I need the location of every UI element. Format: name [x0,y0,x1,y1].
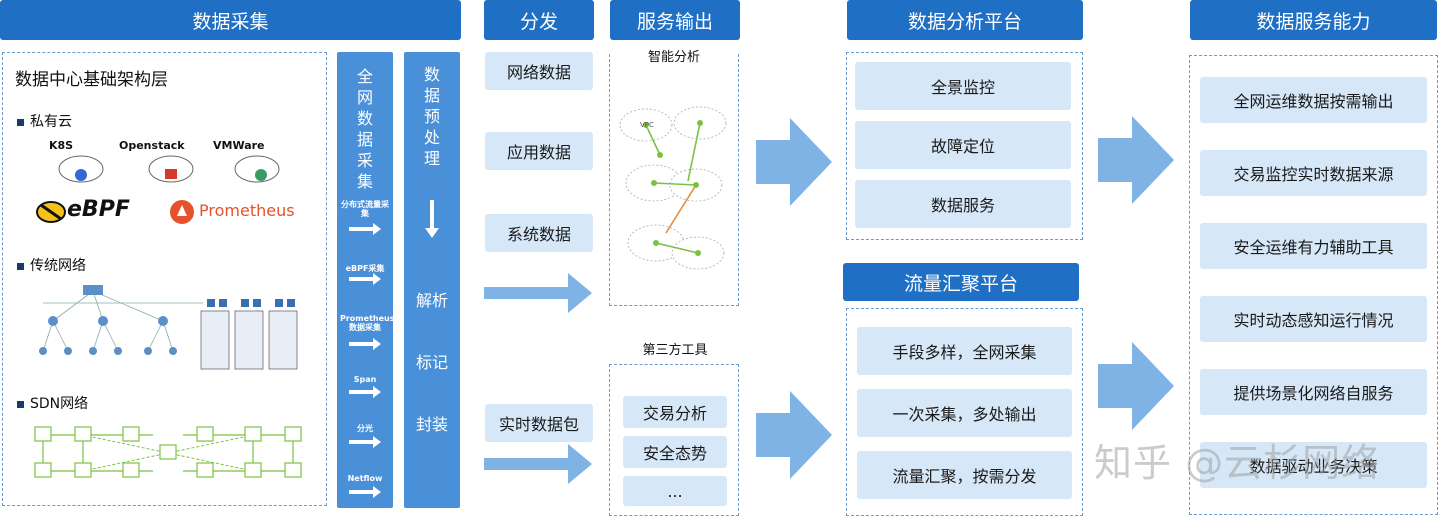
infrastructure-panel: 数据中心基础架构层 私有云 K8S Openstack VMWare eBPF … [2,52,327,506]
third-party-more: ... [623,476,727,506]
service-capability-panel [1189,55,1438,515]
third-party-trade-analysis: 交易分析 [623,396,727,428]
header-traffic-platform: 流量汇聚平台 [843,263,1079,301]
dist-network-data: 网络数据 [485,52,593,90]
third-party-label: 第三方工具 [642,343,708,358]
smart-analysis-panel: 智能分析 VPC [609,46,739,306]
k8s-label: K8S [49,139,74,152]
bullet-icon [17,118,24,126]
vmware-cloud-icon [234,155,280,183]
analysis-platform-panel [846,52,1083,240]
traditional-network-topology [39,285,298,370]
preprocess-title: 数据预 处理 [423,65,440,168]
capability-trade-monitor: 交易监控实时数据来源 [1200,150,1427,196]
bullet-icon [17,262,24,270]
collect-item-split: 分光 [357,424,373,433]
traffic-multi-collect: 手段多样，全网采集 [857,327,1072,375]
preprocess-step-parse: 解析 [415,291,448,310]
analysis-fault-locate: 故障定位 [855,121,1071,169]
private-cloud-label: 私有云 [30,114,72,130]
traditional-network-title: 传统网络 [17,255,86,275]
sdn-network-title: SDN网络 [17,393,88,413]
bullet-icon [17,400,24,408]
header-service-output: 服务输出 [610,0,740,40]
vpc-label: VPC [640,121,654,129]
prometheus-logo-icon [170,200,194,224]
collection-title: 全网数 据采集 [356,67,373,191]
analysis-panorama: 全景监控 [855,62,1071,110]
dist-realtime-packet: 实时数据包 [485,404,593,442]
collect-item-ebpf: eBPF采集 [345,264,385,273]
sdn-network-topology [34,426,302,478]
infrastructure-title: 数据中心基础架构层 [15,70,168,90]
traditional-network-label: 传统网络 [30,258,86,274]
analysis-data-service: 数据服务 [855,180,1071,228]
vmware-label: VMWare [213,139,265,152]
collect-item-netflow: Netflow [347,474,383,483]
capability-security-ops: 安全运维有力辅助工具 [1200,223,1427,269]
traffic-one-collect: 一次采集，多处输出 [857,389,1072,437]
collection-column: 全网数 据采集 分布式流量采集 eBPF采集 Prometheus数据采集 Sp… [337,52,395,508]
header-analysis-platform: 数据分析平台 [847,0,1083,40]
capability-realtime-aware: 实时动态感知运行情况 [1200,296,1427,342]
capability-ops-data: 全网运维数据按需输出 [1200,77,1427,123]
watermark: 知乎 @云杉网络 [1094,441,1381,485]
ebpf-logo-icon [36,201,66,223]
server-rack-icons [200,310,298,370]
sdn-network-label: SDN网络 [30,396,89,412]
header-distribution: 分发 [484,0,594,40]
traffic-on-demand: 流量汇聚，按需分发 [857,451,1072,499]
collect-item-prometheus: Prometheus数据采集 [340,314,395,332]
collect-item-distributed: 分布式流量采集 [341,200,389,218]
header-service-capability: 数据服务能力 [1190,0,1437,40]
k8s-cloud-icon [58,155,104,183]
capability-decision: 数据驱动业务决策 [1200,442,1427,488]
dist-system-data: 系统数据 [485,214,593,252]
preprocess-column: 数据预 处理 解析 标记 封装 [404,52,460,508]
collect-arrows [349,223,381,498]
header-data-collection: 数据采集 [0,0,461,40]
third-party-security: 安全态势 [623,436,727,468]
dist-app-data: 应用数据 [485,132,593,170]
prometheus-label: Prometheus [199,201,295,220]
down-arrow-icon [425,200,439,238]
traffic-platform-panel [846,308,1083,516]
ebpf-label: eBPF [67,197,130,222]
openstack-cloud-icon [148,155,194,183]
private-cloud-title: 私有云 [17,111,72,131]
third-party-panel [609,364,739,516]
preprocess-step-encap: 封装 [415,415,448,434]
vpc-topology [619,106,727,270]
capability-self-service: 提供场景化网络自服务 [1200,369,1427,415]
dist-arrows [484,273,592,484]
cloud-icons [58,155,280,183]
collect-item-span: Span [353,375,377,384]
openstack-label: Openstack [119,139,185,152]
preprocess-step-mark: 标记 [415,353,448,372]
smart-analysis-label: 智能分析 [610,46,738,65]
